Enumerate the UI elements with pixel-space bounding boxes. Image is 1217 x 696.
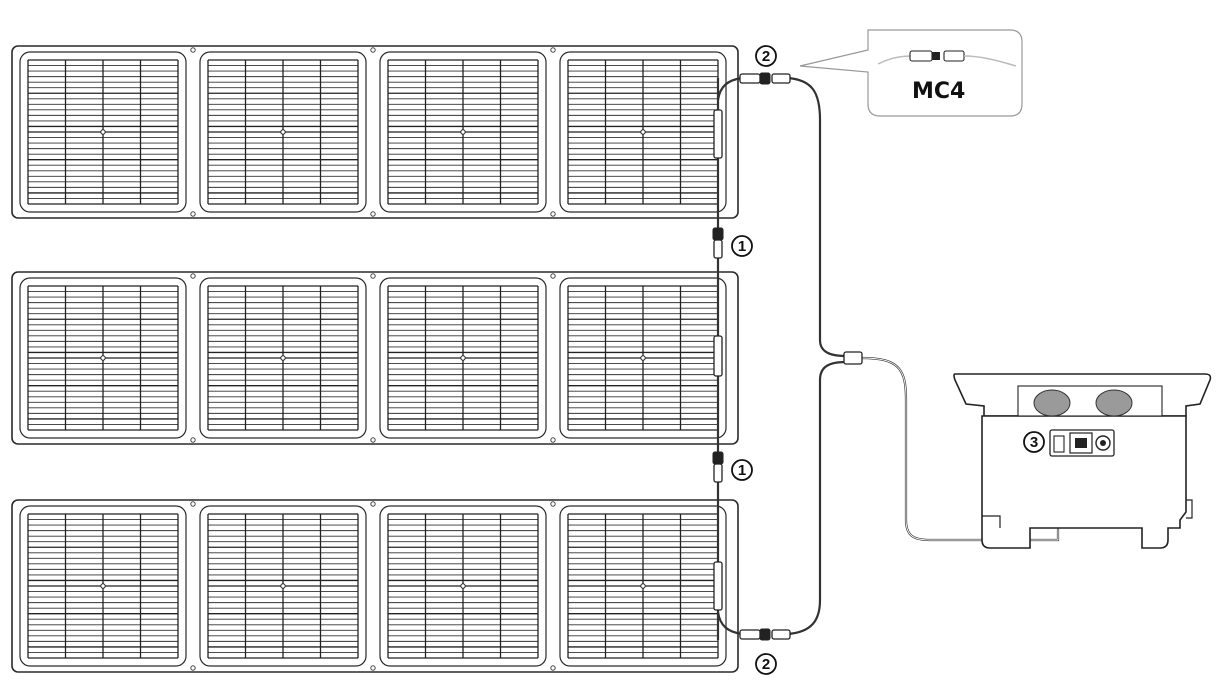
power-station-icon xyxy=(953,373,1212,549)
mc4-connector-icon xyxy=(713,463,723,483)
solar-panel-icon xyxy=(11,271,739,445)
marker-2-bottom: 2 xyxy=(755,653,777,675)
connector-group xyxy=(712,72,863,641)
inline-fuse-connector xyxy=(713,335,723,377)
marker-2-top: 2 xyxy=(755,45,777,67)
mc4-connector-icon xyxy=(713,239,723,259)
fan-icon xyxy=(1095,389,1133,417)
mc4-connector-icon xyxy=(712,227,724,241)
svg-text:2: 2 xyxy=(762,48,770,65)
cable-harness xyxy=(716,76,1060,640)
top-branch-cable xyxy=(787,76,847,358)
mc4-connector-icon xyxy=(771,629,791,640)
svg-text:1: 1 xyxy=(738,462,746,479)
marker-1-top: 1 xyxy=(731,235,753,257)
mc4-connector-icon xyxy=(771,73,791,84)
svg-text:2: 2 xyxy=(762,656,770,673)
inline-fuse-connector xyxy=(713,561,723,611)
callout-bubble xyxy=(799,29,1023,117)
solar-panel-icon xyxy=(11,45,739,219)
svg-text:3: 3 xyxy=(1030,434,1038,451)
y-branch-connector xyxy=(843,351,863,365)
svg-text:1: 1 xyxy=(738,238,746,255)
panel-frame xyxy=(11,45,739,219)
fan-icon xyxy=(1033,389,1071,417)
top-lead-cable xyxy=(716,76,743,101)
bottom-lead-cable xyxy=(716,611,743,636)
panel-frame xyxy=(11,271,739,445)
vent-grille xyxy=(1017,385,1163,417)
inline-fuse-connector xyxy=(713,109,723,159)
mc4-connector-icon xyxy=(712,451,724,465)
marker-3: 3 xyxy=(1023,431,1045,453)
mc4-connector-icon xyxy=(739,629,761,640)
mc4-callout: MC4 xyxy=(799,29,1023,117)
solar-panel-array xyxy=(11,45,739,673)
bottom-branch-cable xyxy=(787,360,847,636)
mc4-connector-icon xyxy=(739,73,761,84)
marker-1-bottom: 1 xyxy=(731,459,753,481)
solar-panel-icon xyxy=(11,499,739,673)
panel-frame xyxy=(11,499,739,673)
xt60-port xyxy=(1053,435,1065,453)
callout-label: MC4 xyxy=(912,79,965,104)
